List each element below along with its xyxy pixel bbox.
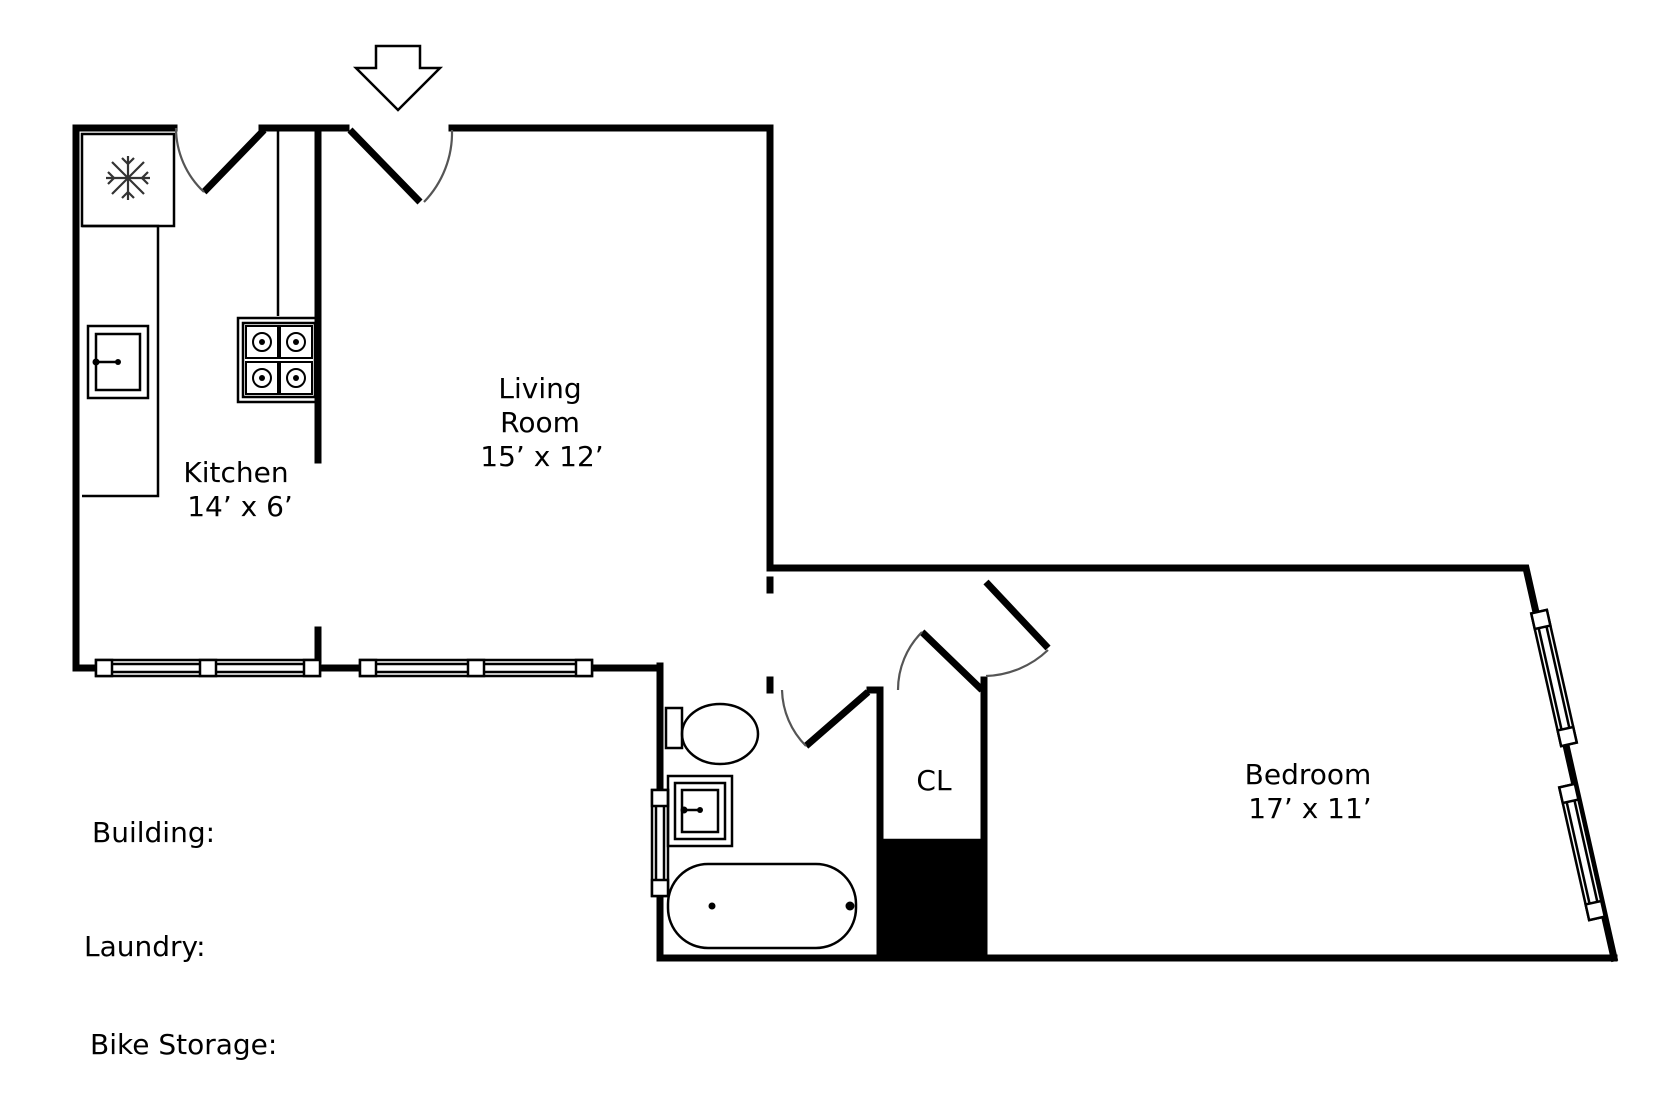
bike-storage-label: Bike Storage: xyxy=(90,1028,277,1061)
bedroom-name: Bedroom xyxy=(1245,758,1372,791)
window xyxy=(358,658,594,678)
toilet-icon xyxy=(664,702,760,766)
closet-storage-block xyxy=(880,840,984,958)
kitchen-door xyxy=(174,127,267,195)
window xyxy=(1529,608,1579,748)
entrance-arrow-icon xyxy=(352,44,444,112)
kitchen-size: 14’ x 6’ xyxy=(187,490,293,523)
kitchen-sink-icon xyxy=(86,324,150,400)
bathtub-icon xyxy=(666,862,858,950)
kitchen-name: Kitchen xyxy=(183,456,288,489)
closet-label: CL xyxy=(916,764,952,797)
living-room-name-line1: Living xyxy=(498,372,581,405)
entry-door xyxy=(347,127,454,205)
window xyxy=(94,658,322,678)
kitchen-counter xyxy=(80,128,280,498)
window xyxy=(1557,782,1607,922)
closet-door xyxy=(896,629,985,693)
living-room-name-line2: Room xyxy=(500,406,580,439)
bedroom-door xyxy=(983,579,1051,678)
bathroom-door xyxy=(780,689,871,749)
bedroom-size: 17’ x 11’ xyxy=(1248,792,1371,825)
window xyxy=(650,788,670,898)
bathroom-sink-icon xyxy=(666,774,734,848)
walls xyxy=(72,124,1619,963)
building-label: Building: xyxy=(92,816,215,849)
stove-icon xyxy=(236,316,322,404)
snowflake-icon xyxy=(106,156,150,200)
living-room-size: 15’ x 12’ xyxy=(480,440,603,473)
laundry-label: Laundry: xyxy=(84,930,206,963)
